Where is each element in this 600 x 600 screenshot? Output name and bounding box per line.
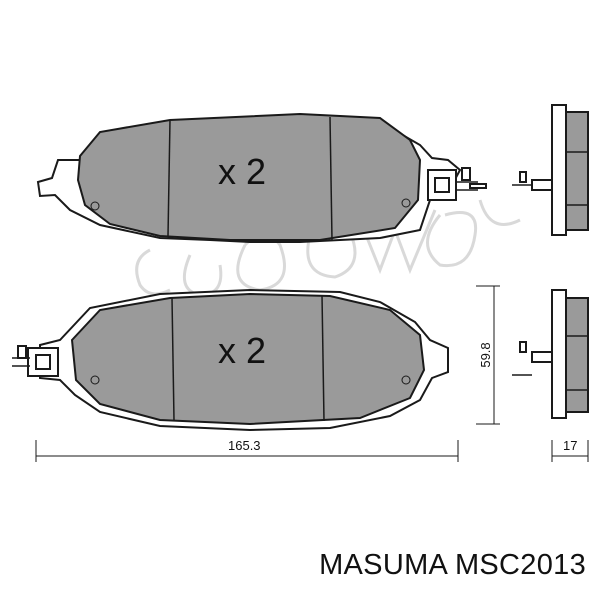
width-dimension <box>35 440 459 462</box>
upper-pad-quantity: x 2 <box>218 151 266 192</box>
height-dimension <box>476 285 500 425</box>
thickness-dimension-label: 17 <box>563 438 577 453</box>
part-number: MSC2013 <box>454 549 586 581</box>
height-dimension-label: 59.8 <box>478 342 493 367</box>
brand-name: MASUMA <box>319 549 447 581</box>
upper-pad-side <box>512 104 589 236</box>
lower-pad-side <box>512 289 589 419</box>
upper-pad-front <box>36 112 487 243</box>
lower-pad-front <box>12 288 449 432</box>
width-dimension-label: 165.3 <box>228 438 261 453</box>
product-caption: MASUMA MSC2013 <box>319 549 586 582</box>
thickness-dimension <box>551 440 589 462</box>
lower-pad-quantity: x 2 <box>218 330 266 371</box>
